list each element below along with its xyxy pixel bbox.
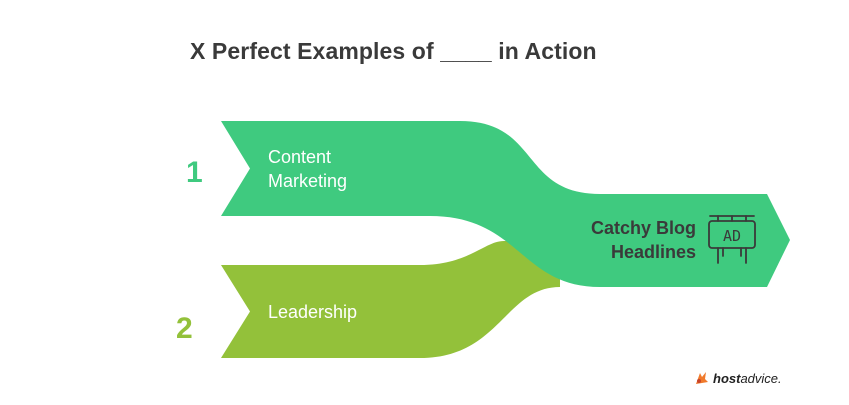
ad-icon-text: AD — [723, 227, 741, 245]
hostadvice-logo-icon — [696, 372, 708, 384]
content-marketing-label: Content Marketing — [268, 147, 348, 191]
leadership-label: Leadership — [268, 302, 358, 322]
billboard-ad-icon: AD — [708, 215, 756, 264]
step-number-2: 2 — [176, 312, 193, 345]
brand-logo: hostadvice. — [693, 370, 782, 386]
leadership-band — [221, 240, 560, 358]
brand-rest: advice. — [740, 370, 782, 386]
target-label: Catchy Blog Headlines — [590, 218, 696, 262]
content-marketing-band — [221, 121, 790, 287]
step-number-1: 1 — [186, 156, 203, 189]
page-title: X Perfect Examples of ____ in Action — [190, 38, 597, 64]
brand-strong: host — [713, 370, 741, 386]
